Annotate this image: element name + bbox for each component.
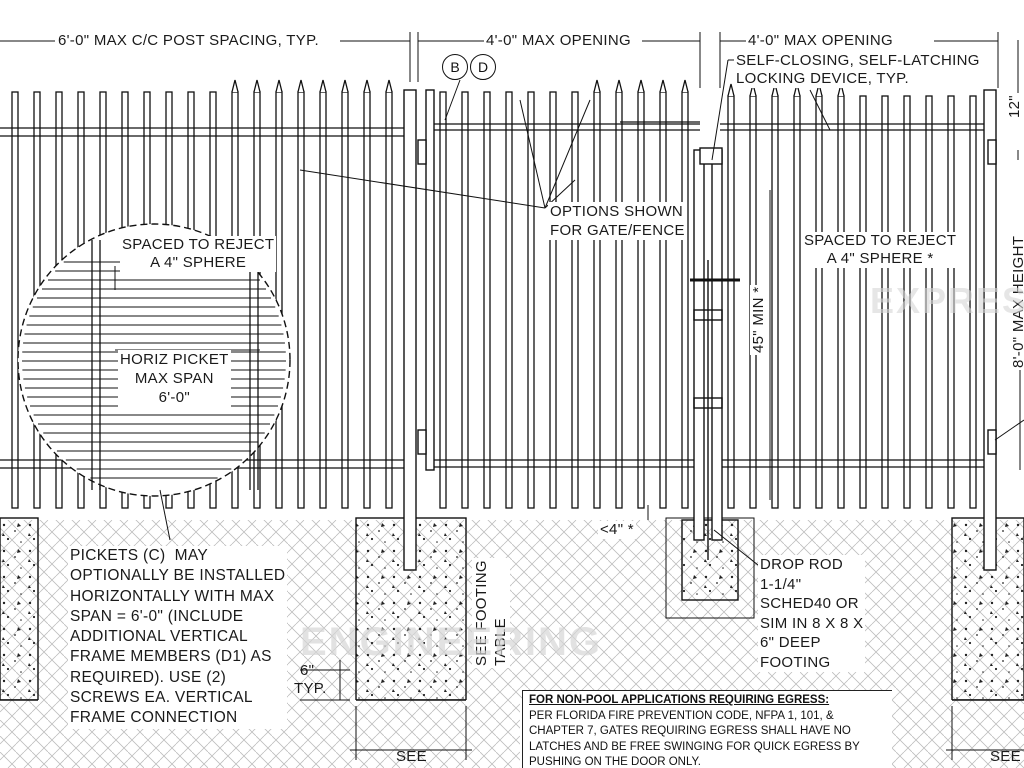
fence-picket	[837, 95, 845, 509]
picket-spear	[615, 79, 623, 93]
watermark-text-1: ENGINEERING	[300, 620, 603, 664]
callout-options-shown: OPTIONS SHOWN FOR GATE/FENCE	[548, 202, 687, 240]
fence-picket	[859, 95, 867, 509]
dim-min-latch-height: 45" MIN *	[750, 284, 768, 355]
watermark-text-2: EXPRESS	[870, 280, 1024, 321]
dim-post-spacing: 6'-0" MAX C/C POST SPACING, TYP.	[56, 32, 321, 50]
fence-picket	[681, 91, 689, 509]
post-gate-mid-a	[693, 149, 705, 541]
fence-picket	[549, 91, 557, 509]
picket-spear	[231, 79, 239, 93]
fence-picket	[571, 91, 579, 509]
fence-picket	[297, 91, 305, 509]
fence-picket	[11, 91, 19, 509]
picket-spear	[319, 79, 327, 93]
dim-opening-right: 4'-0" MAX OPENING	[746, 32, 895, 50]
picket-spear	[253, 79, 261, 93]
picket-spear	[637, 79, 645, 93]
fence-picket	[527, 91, 535, 509]
callout-horiz-picket: HORIZ PICKET MAX SPAN 6'-0"	[118, 350, 231, 407]
fence-picket	[925, 95, 933, 509]
picket-spear	[341, 79, 349, 93]
callout-see-left: SEE	[396, 748, 427, 765]
callout-self-closing: SELF-CLOSING, SELF-LATCHING LOCKING DEVI…	[734, 52, 982, 88]
fence-picket	[439, 91, 447, 509]
fence-picket	[727, 95, 735, 509]
fence-picket	[593, 91, 601, 509]
post-gate-left	[425, 89, 435, 471]
dim-opening-left: 4'-0" MAX OPENING	[484, 32, 633, 50]
detail-bubble-b: B	[442, 54, 468, 80]
fence-picket	[881, 95, 889, 509]
fence-picket	[319, 91, 327, 509]
fence-picket	[903, 95, 911, 509]
egress-note-box: FOR NON-POOL APPLICATIONS REQUIRING EGRE…	[522, 690, 892, 768]
fence-picket	[637, 91, 645, 509]
callout-spaced-reject-right: SPACED TO REJECT A 4" SPHERE *	[802, 232, 959, 268]
picket-spear	[727, 83, 735, 97]
fence-picket	[947, 95, 955, 509]
fence-picket	[505, 91, 513, 509]
fence-picket	[815, 95, 823, 509]
egress-note-heading: FOR NON-POOL APPLICATIONS REQUIRING EGRE…	[529, 694, 830, 706]
fence-picket	[385, 91, 393, 509]
fence-picket	[275, 91, 283, 509]
dim-footing-depth: 6"	[300, 662, 315, 679]
post-gate-mid-b	[711, 149, 723, 541]
dim-top-right: 12"	[1006, 93, 1024, 120]
picket-spear	[275, 79, 283, 93]
fence-picket	[483, 91, 491, 509]
fence-posts	[403, 89, 997, 571]
fence-picket	[793, 95, 801, 509]
fence-picket	[969, 95, 977, 509]
fence-picket	[341, 91, 349, 509]
picket-spear	[297, 79, 305, 93]
picket-spear	[659, 79, 667, 93]
egress-note-body: PER FLORIDA FIRE PREVENTION CODE, NFPA 1…	[529, 709, 860, 768]
fence-picket	[659, 91, 667, 509]
fence-picket	[771, 95, 779, 509]
callout-see-right: SEE	[990, 748, 1021, 765]
picket-spear	[363, 79, 371, 93]
picket-spear	[385, 79, 393, 93]
footing-drop-rod	[681, 519, 739, 601]
dim-footing-depth-typ: TYP.	[294, 680, 327, 697]
callout-spaced-reject-detail: SPACED TO REJECT A 4" SPHERE	[120, 236, 277, 272]
picket-spear	[681, 79, 689, 93]
post-center	[403, 89, 417, 571]
dim-bottom-gap: <4" *	[598, 521, 636, 539]
callout-drop-rod: DROP ROD 1-1/4" SCHED40 OR SIM IN 8 X 8 …	[758, 555, 866, 672]
picket-spear	[593, 79, 601, 93]
fence-picket	[461, 91, 469, 509]
fence-picket	[363, 91, 371, 509]
detail-bubble-d: D	[470, 54, 496, 80]
footing-left	[0, 517, 39, 701]
fence-picket	[615, 91, 623, 509]
latch-box	[699, 147, 723, 165]
callout-pickets-note: PICKETS (C) MAY OPTIONALLY BE INSTALLED …	[68, 546, 288, 729]
